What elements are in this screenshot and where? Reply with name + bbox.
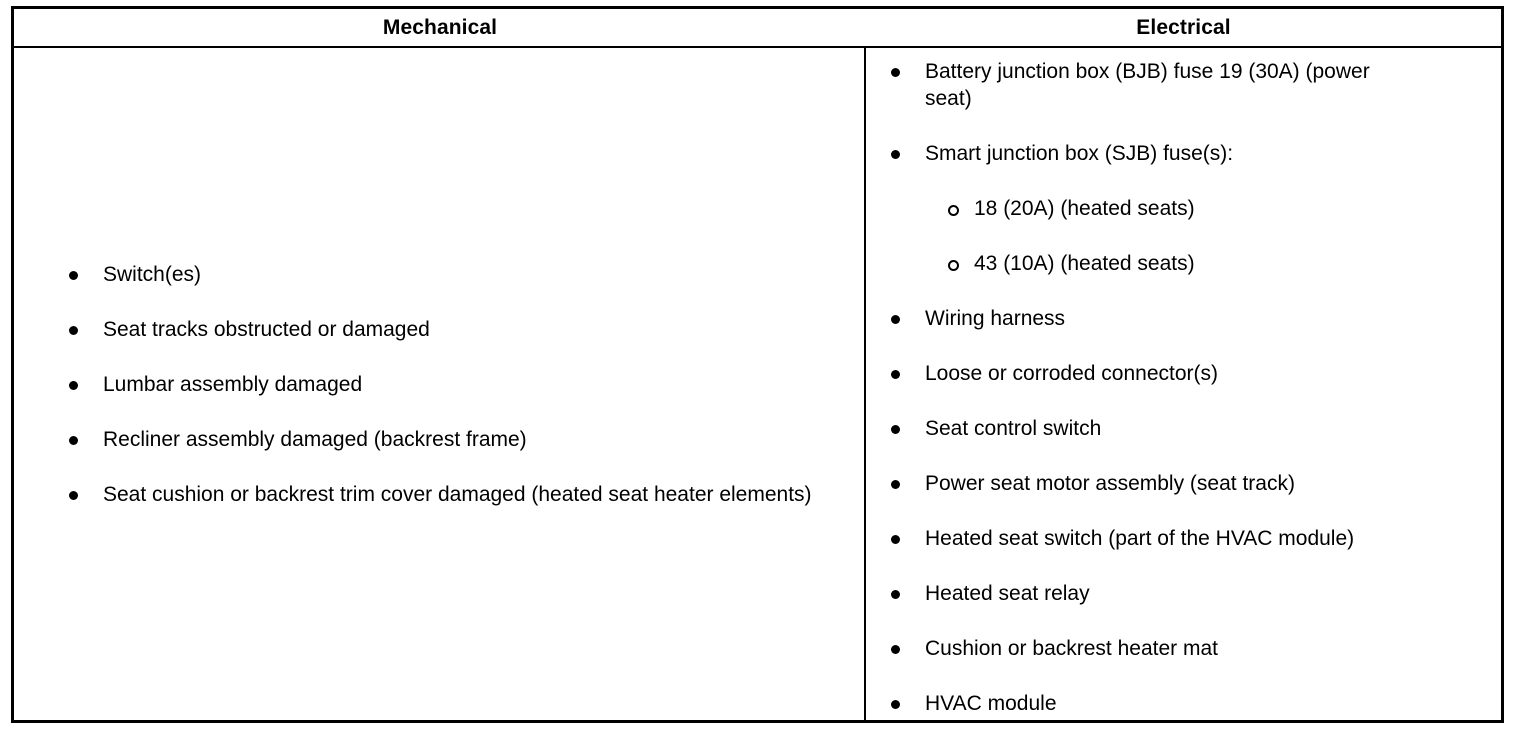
list-item-text: Seat control switch bbox=[925, 417, 1102, 440]
table-inner: Mechanical Electrical Switch(es) Seat tr… bbox=[14, 9, 1501, 720]
list-item: Seat control switch bbox=[885, 415, 1501, 442]
column-body-mechanical: Switch(es) Seat tracks obstructed or dam… bbox=[14, 48, 866, 720]
solid-bullet-icon bbox=[69, 325, 78, 335]
list-item-text: Smart junction box (SJB) fuse(s): bbox=[925, 142, 1234, 165]
sub-list-item-text: 43 (10A) (heated seats) bbox=[974, 252, 1195, 275]
list-item: Heated seat relay bbox=[885, 580, 1501, 607]
list-item-text: Lumbar assembly damaged bbox=[103, 372, 363, 396]
list-item-text: Wiring harness bbox=[925, 307, 1066, 330]
column-body-electrical: Battery junction box (BJB) fuse 19 (30A)… bbox=[866, 48, 1501, 720]
list-item: Seat tracks obstructed or damaged bbox=[63, 316, 864, 343]
hollow-bullet-icon bbox=[948, 260, 959, 271]
column-header-mechanical-label: Mechanical bbox=[382, 16, 498, 39]
solid-bullet-icon bbox=[891, 315, 900, 324]
sublist-wrapper: 18 (20A) (heated seats) 43 (10A) (heated… bbox=[866, 195, 1501, 277]
list-item: Switch(es) bbox=[63, 261, 864, 288]
list-item-text: Heated seat relay bbox=[925, 582, 1090, 605]
sub-list-item: 43 (10A) (heated seats) bbox=[942, 250, 1501, 277]
list-item-text: Cushion or backrest heater mat bbox=[925, 637, 1218, 660]
list-item: Recliner assembly damaged (backrest fram… bbox=[63, 426, 864, 453]
list-item: Smart junction box (SJB) fuse(s): bbox=[885, 140, 1501, 167]
list-item: Seat cushion or backrest trim cover dama… bbox=[63, 481, 863, 508]
list-item-text: Switch(es) bbox=[103, 262, 202, 286]
solid-bullet-icon bbox=[891, 535, 900, 544]
list-item-text: Loose or corroded connector(s) bbox=[925, 362, 1218, 385]
solid-bullet-icon bbox=[891, 370, 900, 379]
list-item-text: Recliner assembly damaged (backrest fram… bbox=[103, 427, 527, 451]
list-item: Cushion or backrest heater mat bbox=[885, 635, 1501, 662]
solid-bullet-icon bbox=[69, 270, 78, 280]
sjb-fuse-sublist: 18 (20A) (heated seats) 43 (10A) (heated… bbox=[866, 195, 1501, 277]
list-item: Wiring harness bbox=[885, 305, 1501, 332]
table-body-row: Switch(es) Seat tracks obstructed or dam… bbox=[14, 48, 1501, 720]
solid-bullet-icon bbox=[891, 590, 900, 599]
mechanical-list: Switch(es) Seat tracks obstructed or dam… bbox=[14, 261, 864, 508]
list-item-text: Seat cushion or backrest trim cover dama… bbox=[103, 482, 812, 506]
column-header-mechanical: Mechanical bbox=[14, 9, 866, 46]
list-item: Heated seat switch (part of the HVAC mod… bbox=[885, 525, 1501, 552]
solid-bullet-icon bbox=[69, 435, 78, 445]
list-item-text: Seat tracks obstructed or damaged bbox=[103, 317, 430, 341]
hollow-bullet-icon bbox=[948, 205, 959, 216]
list-item: Power seat motor assembly (seat track) bbox=[885, 470, 1501, 497]
list-item: Loose or corroded connector(s) bbox=[885, 360, 1501, 387]
list-item-text: Power seat motor assembly (seat track) bbox=[925, 472, 1295, 495]
sub-list-item-text: 18 (20A) (heated seats) bbox=[974, 197, 1195, 220]
list-item-text: Battery junction box (BJB) fuse 19 (30A)… bbox=[925, 60, 1370, 110]
solid-bullet-icon bbox=[891, 150, 900, 159]
solid-bullet-icon bbox=[891, 700, 900, 709]
sub-list-item: 18 (20A) (heated seats) bbox=[942, 195, 1501, 222]
solid-bullet-icon bbox=[891, 645, 900, 654]
table-header-row: Mechanical Electrical bbox=[14, 9, 1501, 48]
solid-bullet-icon bbox=[891, 480, 900, 489]
column-header-electrical-label: Electrical bbox=[1136, 16, 1231, 39]
possible-causes-table: Mechanical Electrical Switch(es) Seat tr… bbox=[11, 6, 1504, 723]
list-item: HVAC module bbox=[885, 690, 1501, 717]
electrical-list: Battery junction box (BJB) fuse 19 (30A)… bbox=[866, 58, 1501, 717]
solid-bullet-icon bbox=[69, 380, 78, 390]
column-header-electrical: Electrical bbox=[866, 9, 1501, 46]
solid-bullet-icon bbox=[891, 425, 900, 434]
list-item-text: Heated seat switch (part of the HVAC mod… bbox=[925, 527, 1355, 550]
solid-bullet-icon bbox=[69, 490, 78, 500]
list-item: Lumbar assembly damaged bbox=[63, 371, 864, 398]
list-item-text: HVAC module bbox=[925, 692, 1057, 715]
list-item: Battery junction box (BJB) fuse 19 (30A)… bbox=[885, 58, 1415, 112]
solid-bullet-icon bbox=[891, 68, 900, 77]
